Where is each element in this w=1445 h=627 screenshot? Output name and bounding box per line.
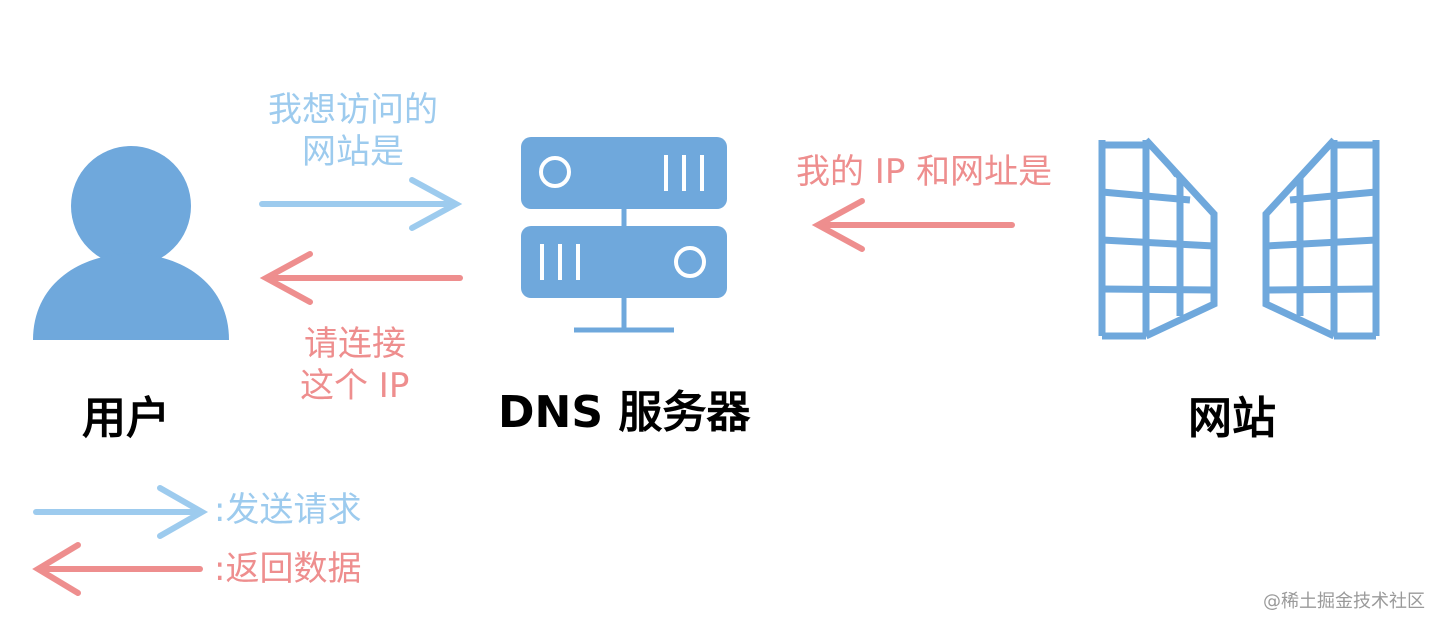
site-reply-label: 我的 IP 和网址是 [796, 152, 1053, 192]
request-label-line2: 网站是 [302, 132, 404, 172]
legend-return-arrow [32, 542, 203, 596]
site-label: 网站 [1188, 393, 1276, 444]
legend-return-label: :返回数据 [214, 549, 362, 589]
website-icon [1098, 137, 1380, 340]
legend-send-label: :发送请求 [214, 490, 362, 530]
user-label: 用户 [82, 393, 170, 444]
reply-arrow [259, 251, 463, 305]
server-icon [521, 137, 727, 333]
user-icon [33, 146, 229, 340]
site-reply-arrow [811, 198, 1015, 252]
request-label-line1: 我想访问的 [268, 90, 438, 130]
legend-send-arrow [33, 485, 209, 539]
watermark: @稀土掘金技术社区 [1263, 591, 1425, 612]
reply-label-line1: 请连接 [304, 324, 406, 364]
request-arrow [259, 177, 463, 231]
reply-label-line2: 这个 IP [300, 366, 410, 406]
dns-label: DNS 服务器 [498, 387, 751, 438]
